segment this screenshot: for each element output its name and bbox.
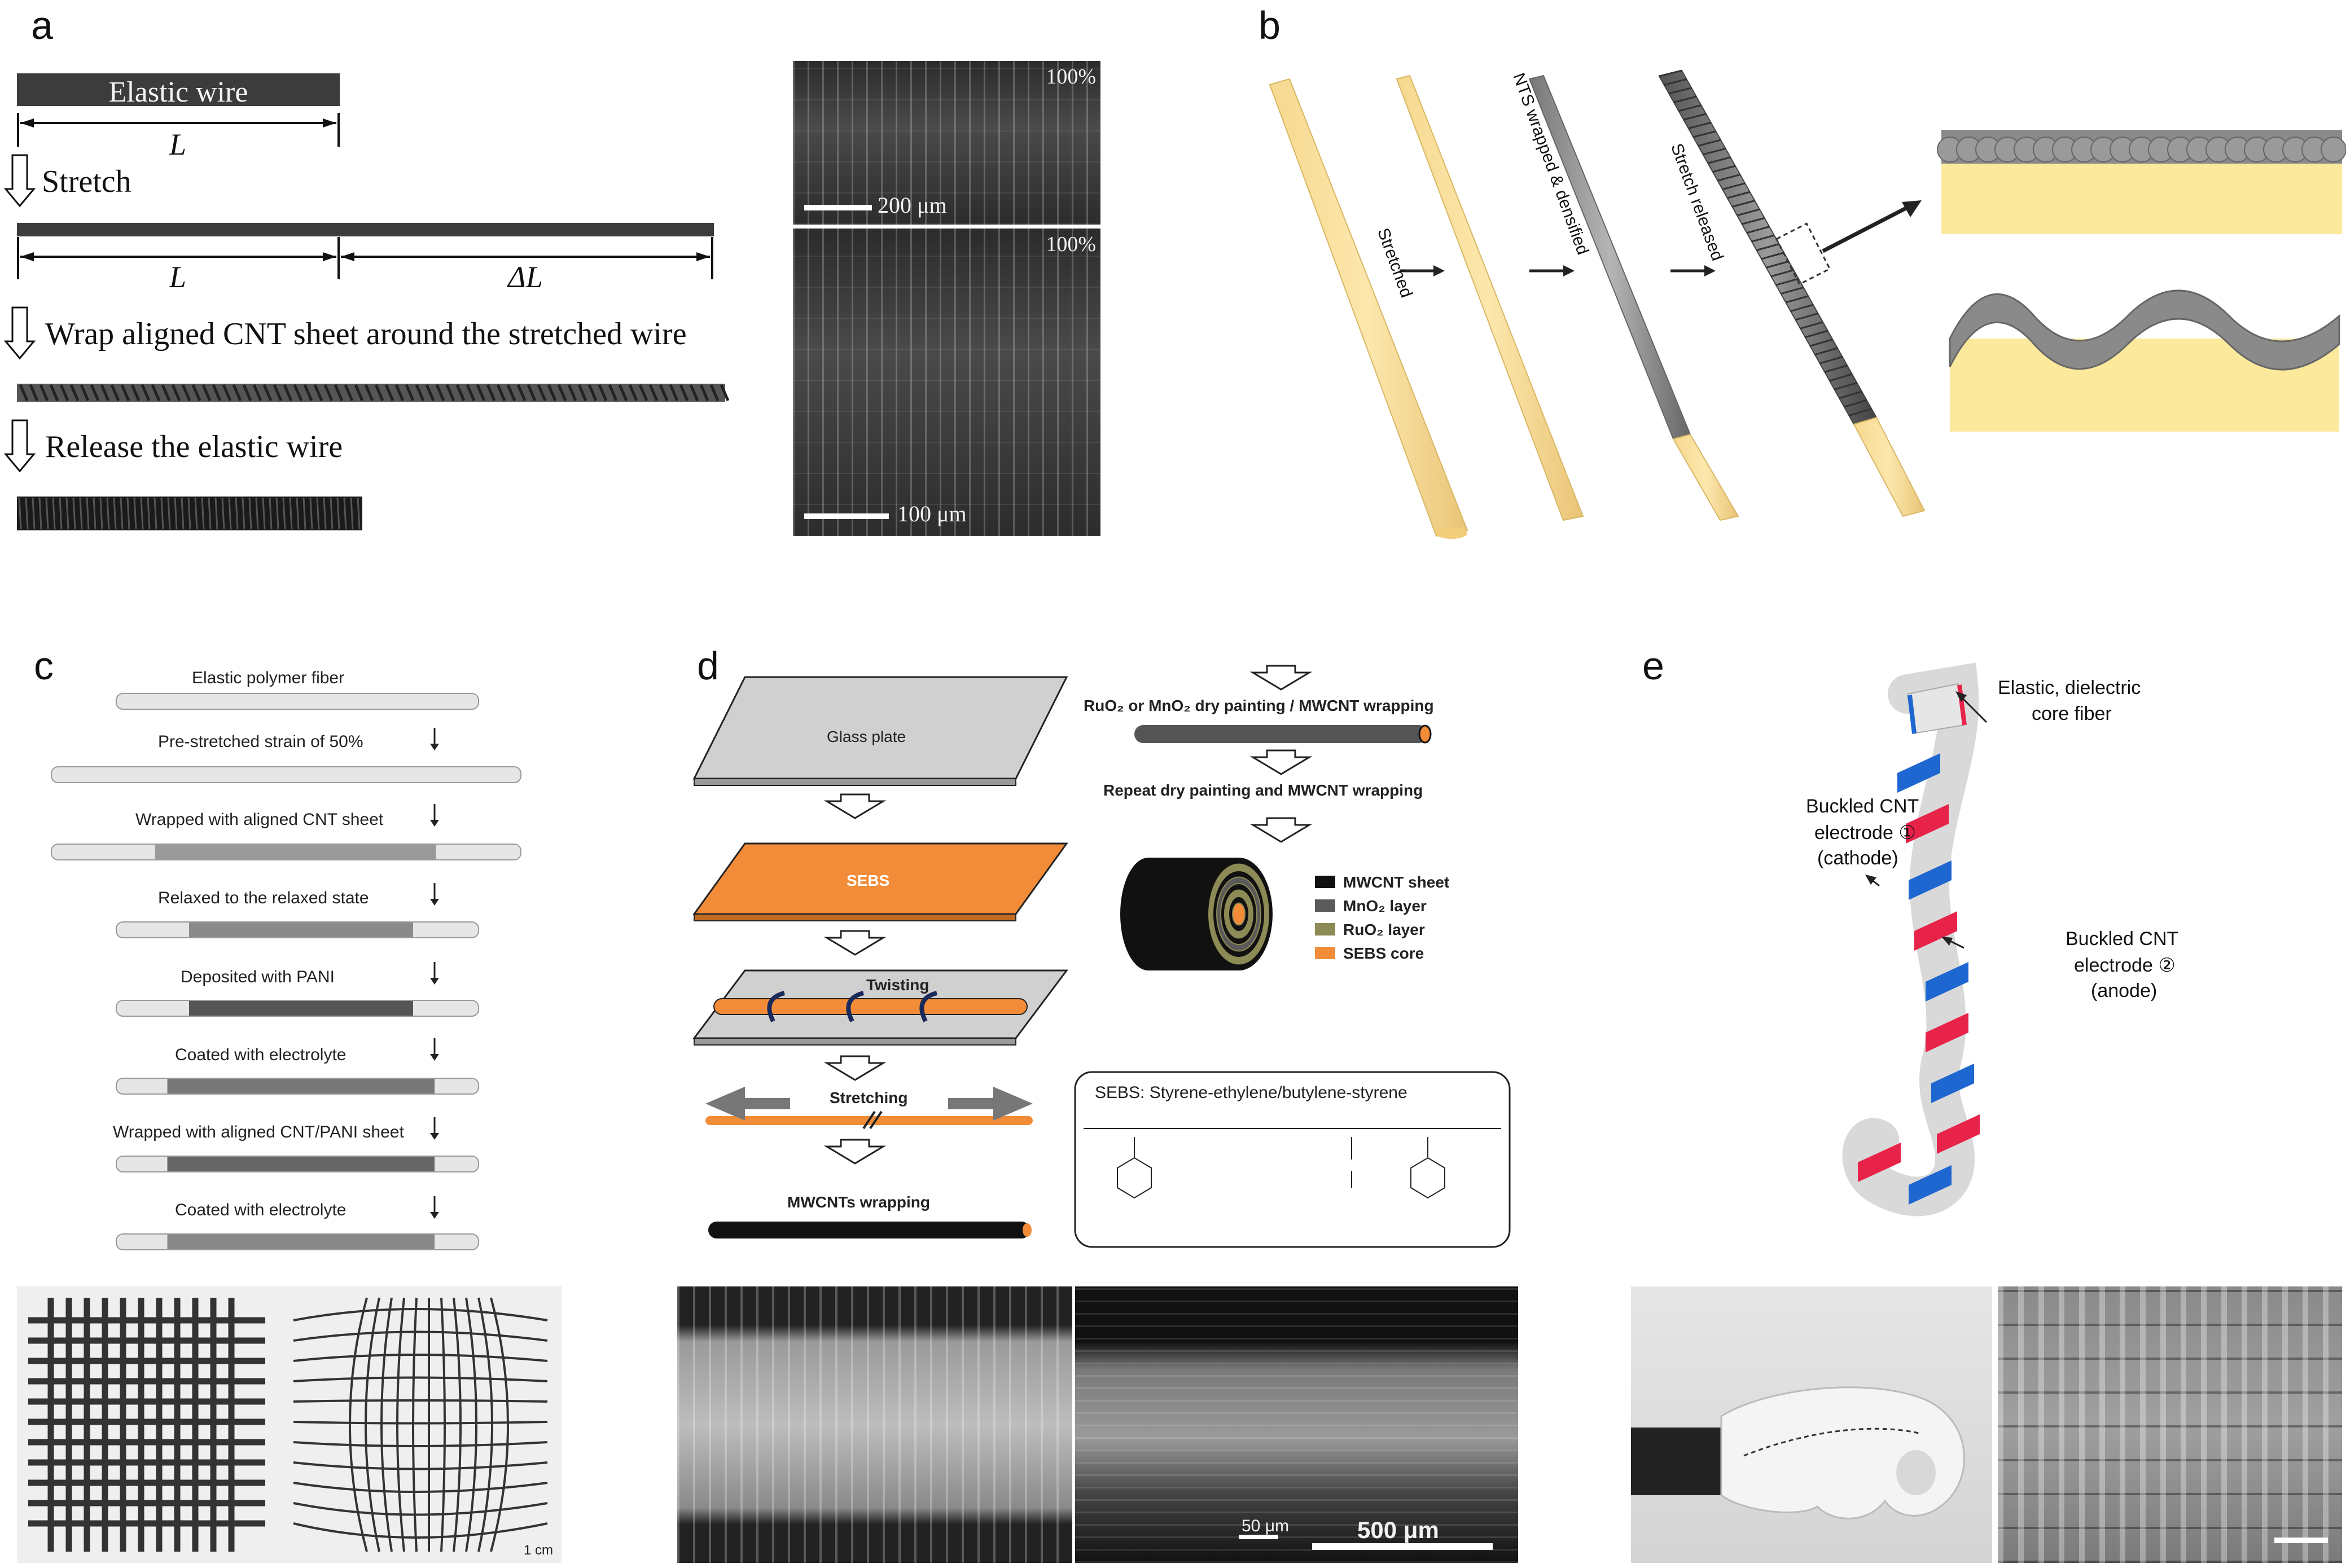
cathode-label-line2: electrode ① (1814, 822, 1916, 844)
fiber-stage-4 (116, 921, 479, 938)
sem-texture (677, 1286, 1072, 1563)
fiber-stage-3 (51, 844, 521, 860)
step-text: Wrapped with aligned CNT sheet (135, 810, 384, 829)
sem-e-scalebar (2274, 1538, 2328, 1543)
sem-bottom-scale: 100 μm (897, 501, 967, 526)
length-label-2: L (169, 260, 187, 294)
delta-length-label: ΔL (508, 260, 543, 294)
photo-scale-label: 1 cm (523, 1543, 553, 1558)
woven-fiber-photo: 1 cm (17, 1286, 562, 1563)
woven-fiber-drawing (28, 1297, 548, 1552)
elastic-wire-bar: Elastic wire (17, 73, 340, 108)
glove-photo (1631, 1286, 1992, 1563)
sem-texture (1998, 1286, 2342, 1563)
panel-d-label: d (697, 644, 719, 688)
step-release: Release the elastic wire (45, 429, 343, 464)
anode-label-line3: (anode) (2091, 980, 2158, 1002)
panel-a-label: a (31, 3, 53, 47)
sem-image-d-right: 50 μm 500 μm (1075, 1286, 1518, 1563)
sem-bottom-strain: 100% (1046, 232, 1096, 256)
legend-label: MnO₂ layer (1343, 897, 1427, 915)
panel-a: a Elastic wire L Stretch L (0, 0, 1117, 542)
stretching-label: Stretching (830, 1089, 908, 1106)
fiber-stage-6 (116, 1078, 479, 1095)
step-text: Wrapped with aligned CNT/PANI sheet (113, 1123, 404, 1141)
panel-d-diagram (692, 665, 1511, 1248)
glove-drawing (1631, 1386, 1965, 1519)
legend-label: SEBS core (1343, 945, 1424, 962)
sem-d-large-scale: 500 μm (1357, 1517, 1439, 1543)
fiber-stage-8 (116, 1233, 479, 1250)
core-label-line1: Elastic, dielectric (1998, 677, 2141, 699)
glass-plate-label: Glass plate (827, 728, 906, 745)
legend-swatch-mno2 (1315, 899, 1335, 912)
anode-label-line1: Buckled CNT (2066, 928, 2179, 950)
sem-top-scalebar (804, 205, 872, 210)
panel-e-label: e (1642, 644, 1664, 688)
panel-b: b Stretched (1230, 0, 2346, 542)
sem-d-large-scalebar (1312, 1543, 1493, 1550)
step-wrap: Wrap aligned CNT sheet around the stretc… (45, 317, 687, 352)
step-text: Relaxed to the relaxed state (158, 889, 369, 907)
helical-fiber-diagram (1842, 662, 1988, 1216)
step-text: Pre-stretched strain of 50% (158, 732, 363, 751)
sem-d-small-scalebar (1239, 1535, 1278, 1539)
sem-image-d-left (677, 1286, 1072, 1563)
panel-c-arrows (430, 728, 439, 1219)
anode-label-line2: electrode ② (2074, 955, 2176, 976)
legend-label: MWCNT sheet (1343, 873, 1450, 891)
step-text: Coated with electrolyte (175, 1201, 347, 1219)
sem-top-scale: 200 μm (878, 192, 947, 218)
length-label-1: L (169, 128, 187, 161)
fiber-stage-1 (116, 693, 479, 710)
fiber-stage-7 (116, 1156, 479, 1172)
legend-swatch-sebs (1315, 947, 1335, 959)
step-text: Deposited with PANI (181, 968, 335, 986)
sem-image-e (1998, 1286, 2342, 1563)
sebs-label: SEBS (847, 872, 890, 889)
core-label-line2: core fiber (2032, 703, 2112, 724)
sem-d-small-scale: 50 μm (1242, 1517, 1289, 1535)
legend-swatch-ruo2 (1315, 923, 1335, 935)
legend-label: RuO₂ layer (1343, 921, 1425, 938)
sem-texture (793, 229, 1100, 536)
cathode-label-line1: Buckled CNT (1806, 796, 1919, 817)
panel-e: e Elastic, dielectric core fiber Buckled… (1614, 632, 2346, 1568)
panel-c: c Elastic polymer fiber Pre-stretched st… (0, 632, 564, 1568)
cathode-label-line3: (cathode) (1817, 847, 1898, 869)
step-stretch: Stretch (42, 164, 131, 199)
panel-d: d (666, 632, 1529, 1568)
sem-texture (1075, 1286, 1518, 1563)
step-text: Coated with electrolyte (175, 1046, 347, 1064)
panel-b-label: b (1258, 3, 1281, 47)
fiber-stage-2 (51, 766, 521, 783)
twisting-label: Twisting (866, 976, 929, 994)
mwcnt-wrapping-label: MWCNTs wrapping (787, 1193, 931, 1211)
panel-c-label: c (34, 644, 54, 688)
legend-swatch-mwcnt (1315, 876, 1335, 888)
dry-painting-label: RuO₂ or MnO₂ dry painting / MWCNT wrappi… (1084, 697, 1434, 714)
step-text: Elastic polymer fiber (192, 669, 345, 687)
repeat-label: Repeat dry painting and MWCNT wrapping (1103, 781, 1423, 799)
panel-a-diagram (3, 113, 730, 530)
elastic-wire-label: Elastic wire (108, 76, 248, 108)
sem-top-strain: 100% (1046, 65, 1096, 89)
panel-b-diagram (1269, 69, 2346, 539)
sem-texture (793, 61, 1100, 225)
sem-image-top: 100% 200 μm (793, 61, 1100, 225)
sebs-structure (1084, 1128, 1501, 1199)
sebs-formula-title: SEBS: Styrene-ethylene/butylene-styrene (1095, 1083, 1407, 1102)
sem-image-bottom: 100% 100 μm (793, 229, 1100, 536)
fiber-stage-5 (116, 1000, 479, 1017)
sem-bottom-scalebar (804, 513, 889, 519)
